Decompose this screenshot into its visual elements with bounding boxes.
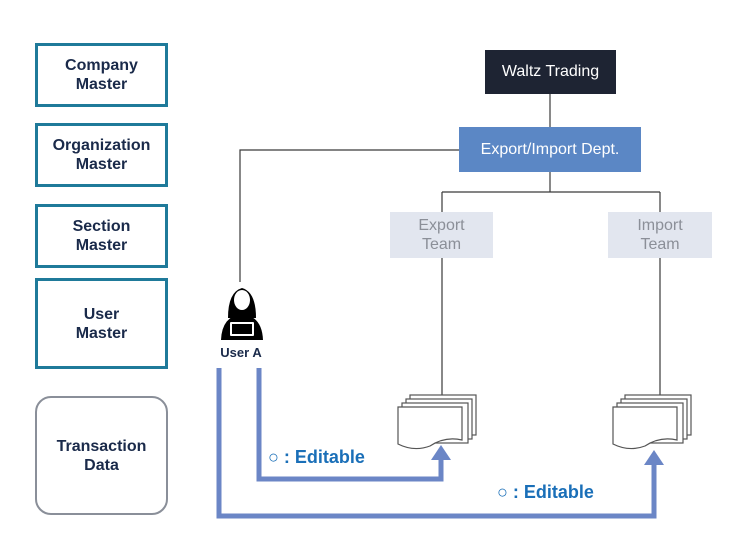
user-master-box: User Master <box>35 278 168 369</box>
user-icon <box>221 288 263 340</box>
section-master-box: Section Master <box>35 204 168 268</box>
export-arrow-head <box>431 445 451 460</box>
document-stack-icon <box>397 394 477 450</box>
transaction-data-box: Transaction Data <box>35 396 168 515</box>
export-team-node: Export Team <box>390 212 493 258</box>
import-editable-arrow <box>216 368 657 519</box>
organization-master-box: Organization Master <box>35 123 168 187</box>
user-label: User A <box>220 345 262 360</box>
export-editable-arrow <box>256 368 444 482</box>
import-editable-label: ○ : Editable <box>497 482 594 502</box>
company-node: Waltz Trading <box>485 50 616 94</box>
import-arrow-head <box>644 450 664 465</box>
company-master-box: Company Master <box>35 43 168 107</box>
department-node: Export/Import Dept. <box>459 127 641 172</box>
document-stack-icon <box>612 394 692 450</box>
import-team-node: Import Team <box>608 212 712 258</box>
user-dept-connector <box>239 149 459 282</box>
export-editable-label: ○ : Editable <box>268 447 365 467</box>
